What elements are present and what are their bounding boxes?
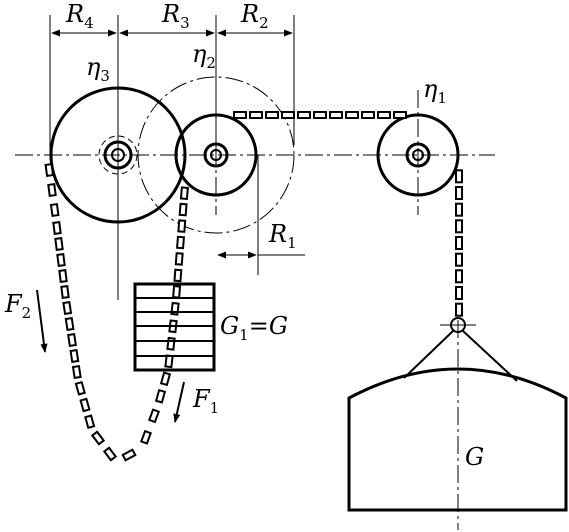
counterweight-block — [133, 282, 216, 372]
chain-link — [79, 397, 91, 413]
chain-link — [176, 235, 185, 250]
dimension-extension-lines — [49, 15, 295, 300]
chain-link — [377, 111, 391, 119]
chain-link — [455, 236, 463, 250]
chain-link — [174, 252, 184, 266]
label-f2: F2 — [4, 290, 31, 322]
chain-link — [297, 111, 311, 119]
chain-link — [90, 430, 106, 446]
chain-link — [455, 169, 463, 184]
chain-link — [178, 202, 188, 217]
label-r4: R4 — [65, 0, 94, 32]
chain-link — [64, 316, 75, 332]
label-eta3: η3 — [86, 53, 110, 85]
chain-link — [84, 414, 96, 430]
chain-link — [74, 380, 86, 396]
chain-link — [172, 285, 182, 299]
chain-link — [44, 163, 55, 177]
chain-link — [47, 183, 57, 197]
force-arrow-f2 — [36, 289, 48, 353]
chain-link — [67, 332, 77, 348]
chain-link — [49, 203, 60, 217]
chain-link — [121, 448, 137, 462]
chain-link — [455, 252, 463, 267]
wheel-eta3 — [49, 86, 187, 224]
chain-link — [455, 269, 463, 284]
chain-link — [249, 111, 263, 119]
chain-link — [147, 408, 161, 424]
chain-top — [233, 111, 407, 119]
chain-link — [455, 219, 463, 234]
chain-link — [54, 237, 64, 251]
load-container — [347, 367, 568, 512]
chain-link — [313, 111, 327, 119]
chain-link — [102, 446, 118, 462]
chain-right — [455, 169, 463, 317]
chain-link — [173, 268, 183, 283]
chains — [44, 111, 463, 462]
chain-link — [177, 219, 187, 233]
chain-link — [71, 364, 82, 380]
chain-link — [154, 388, 167, 404]
chain-link — [69, 348, 80, 364]
chain-link — [265, 111, 279, 119]
chain-link — [455, 302, 463, 317]
chain-link — [159, 371, 172, 387]
label-r2: R2 — [240, 0, 269, 32]
label-g1: G1=G — [220, 312, 288, 344]
chain-loop — [44, 163, 189, 462]
chain-link — [455, 202, 463, 217]
wheel-eta2 — [174, 113, 258, 197]
chain-link — [393, 111, 407, 119]
chain-link — [56, 253, 66, 267]
wheel-eta1 — [376, 113, 460, 197]
chain-link — [329, 111, 343, 119]
dimension-arrows — [51, 29, 305, 259]
chain-link — [60, 285, 70, 299]
chain-link — [62, 300, 73, 316]
chain-link — [52, 221, 62, 235]
chain-link — [166, 336, 176, 351]
chain-link — [58, 269, 68, 283]
chain-link — [345, 111, 359, 119]
pitch-circles — [98, 76, 295, 234]
chain-link — [281, 111, 295, 119]
chain-link — [455, 186, 463, 200]
label-r3: R3 — [161, 0, 190, 32]
force-arrow-f1 — [173, 381, 185, 423]
chain-link — [179, 186, 189, 200]
label-r1: R1 — [268, 220, 297, 252]
chain-link — [361, 111, 375, 119]
label-eta1: η1 — [423, 75, 447, 107]
chain-link — [164, 354, 174, 369]
label-eta2: η2 — [192, 40, 216, 72]
chain-link — [139, 429, 153, 445]
chain-link — [233, 111, 247, 119]
load-suspension — [403, 317, 518, 382]
label-g: G — [465, 443, 484, 471]
chain-link — [455, 286, 463, 300]
label-f1: F1 — [192, 385, 219, 417]
